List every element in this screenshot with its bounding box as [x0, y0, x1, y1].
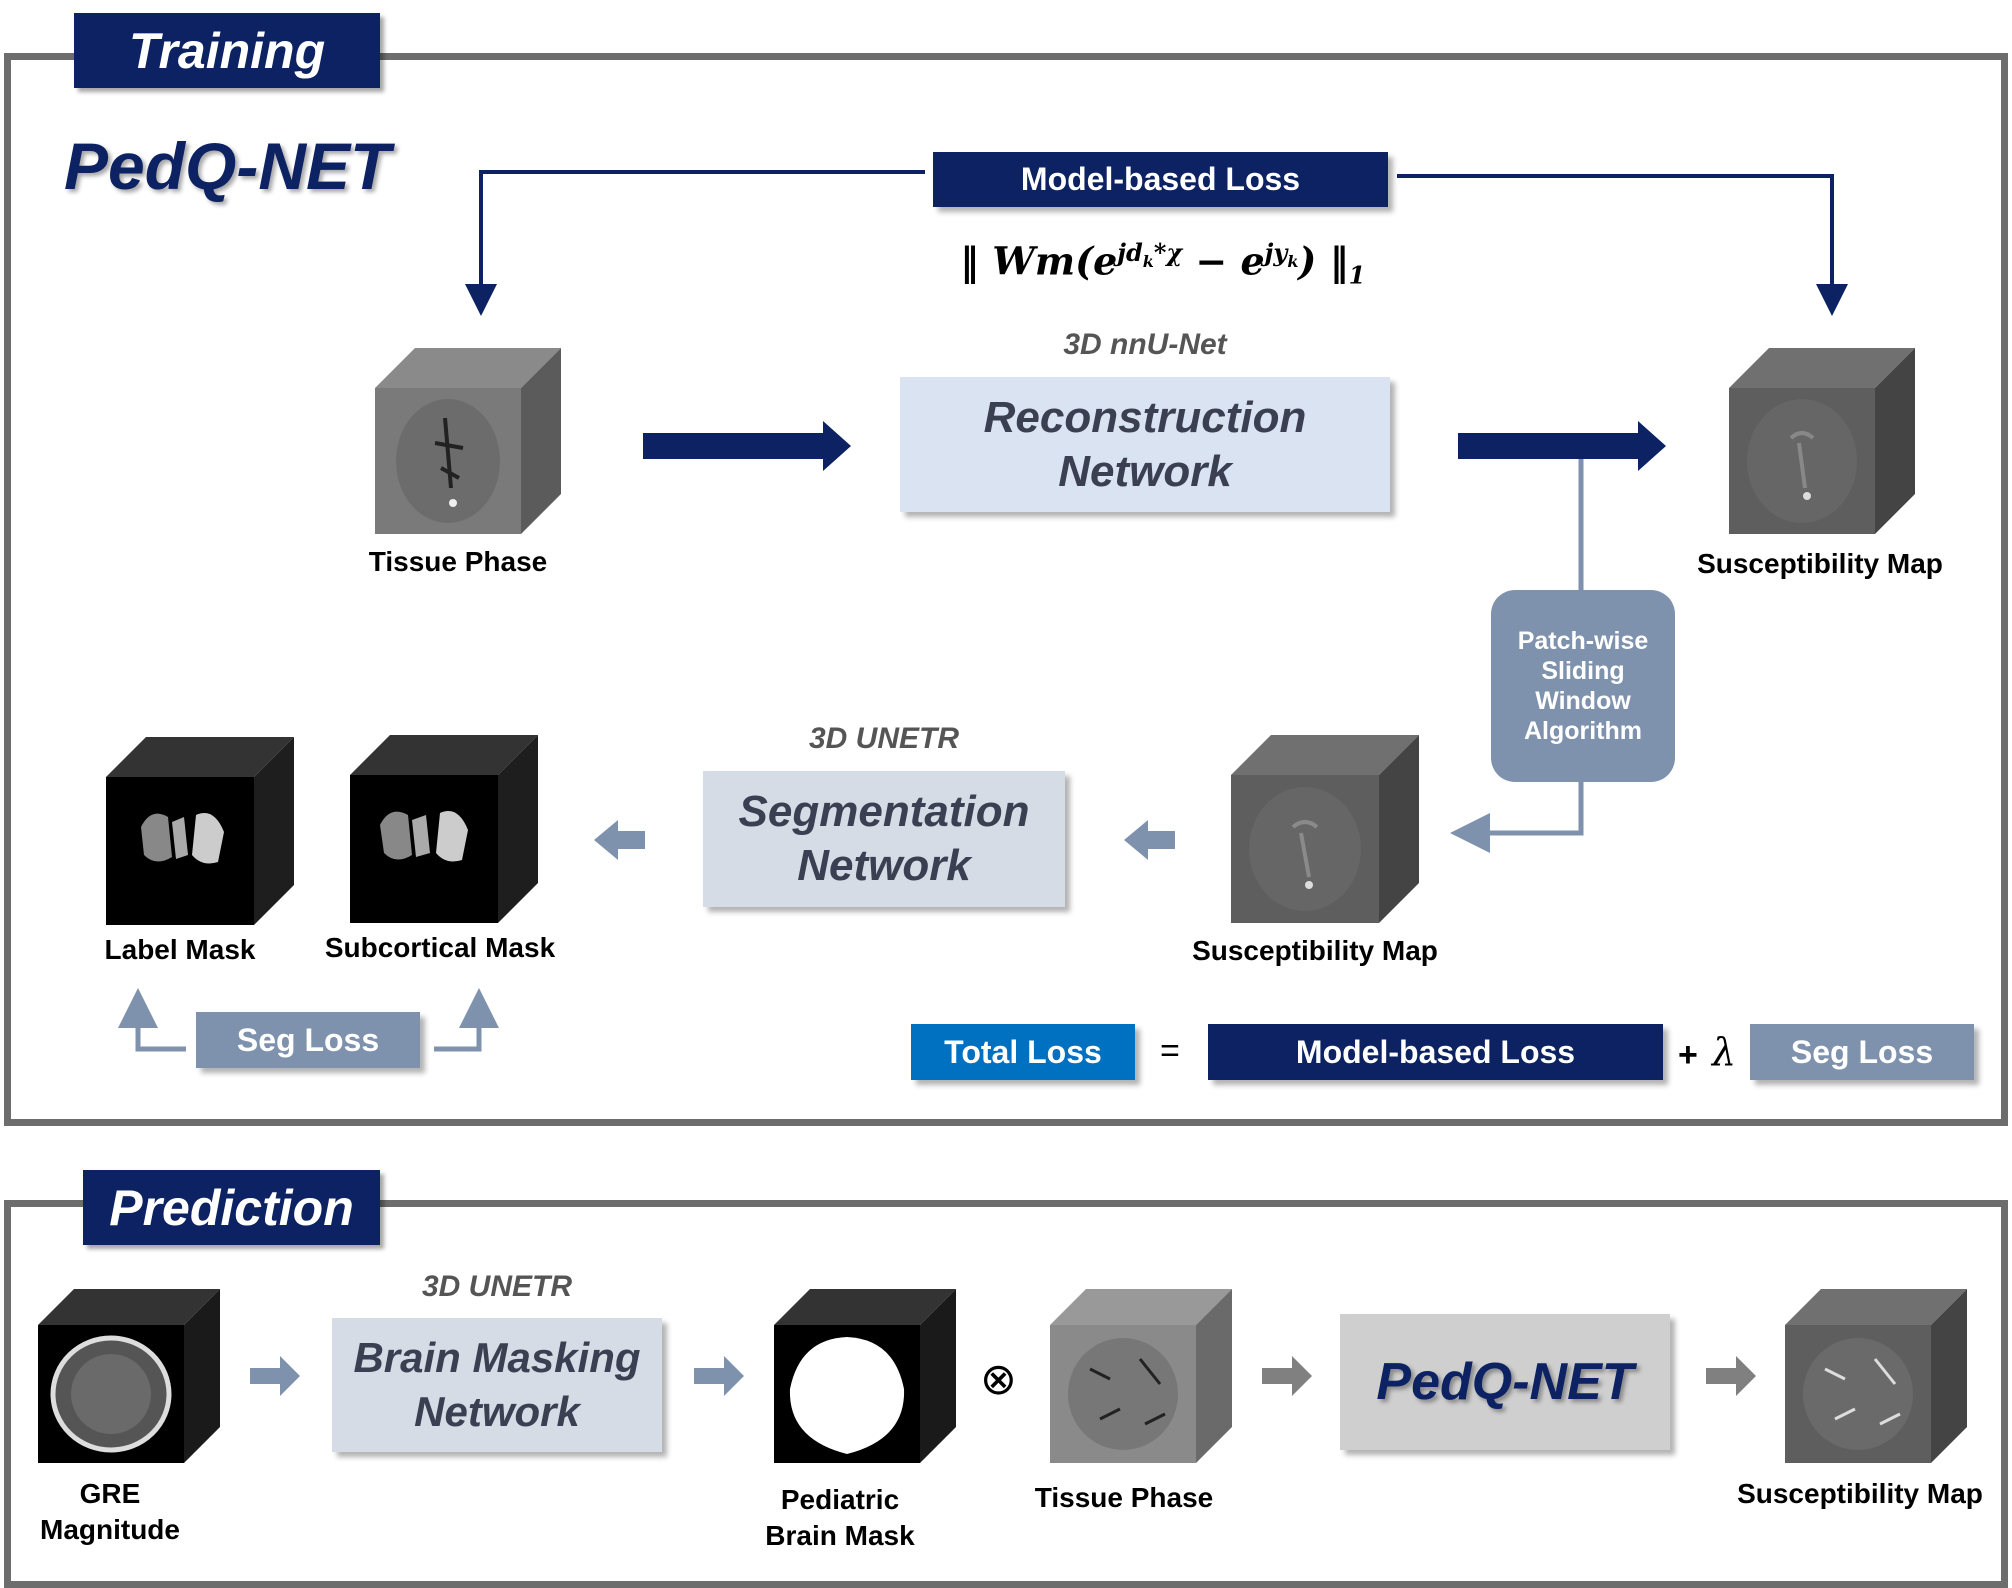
- plus-sign: +: [1678, 1036, 1698, 1074]
- susceptibility-map-cube-3: [1785, 1289, 1967, 1463]
- patch-line4: Algorithm: [1523, 717, 1643, 745]
- unetr-subtitle: 3D UNETR: [808, 722, 959, 755]
- equals-sign: =: [1160, 1032, 1180, 1070]
- brain-masking-subtitle: 3D UNETR: [421, 1270, 572, 1303]
- nnunet-subtitle: 3D nnU-Net: [1063, 328, 1227, 361]
- label-mask-cube: [106, 737, 294, 925]
- model-based-loss-label: Model-based Loss: [1020, 161, 1301, 197]
- reconstruction-network-box: Reconstruction Network: [900, 377, 1390, 512]
- brain-masking-network-box: Brain Masking Network: [332, 1318, 662, 1452]
- gre-line2: Magnitude: [40, 1514, 180, 1545]
- brain-masking-line2: Network: [414, 1388, 580, 1435]
- reconstruction-line1: Reconstruction: [983, 392, 1307, 442]
- segmentation-line1: Segmentation: [738, 787, 1030, 836]
- brain-masking-line1: Brain Masking: [353, 1334, 641, 1381]
- tissue-phase-cube-2: [1050, 1289, 1232, 1463]
- prediction-tab-label: Prediction: [109, 1179, 354, 1236]
- pedq-net-title: PedQ-NET: [64, 129, 391, 203]
- model-based-loss-box: Model-based Loss: [933, 152, 1388, 207]
- patch-line3: Window: [1535, 687, 1631, 715]
- subcortical-mask-cube: [350, 735, 538, 923]
- total-loss-box: Total Loss: [911, 1024, 1135, 1080]
- seg-loss-label-2: Seg Loss: [1790, 1033, 1934, 1070]
- patch-line2: Sliding: [1541, 657, 1625, 685]
- model-based-loss-label-2: Model-based Loss: [1295, 1033, 1576, 1070]
- gre-magnitude-label: GRE Magnitude: [20, 1476, 200, 1548]
- susceptibility-map-label-3: Susceptibility Map: [1737, 1478, 1983, 1509]
- pedq-net-box-label: PedQ-NET: [1376, 1353, 1634, 1411]
- segmentation-line2: Network: [797, 841, 971, 890]
- tissue-phase-cube: [375, 348, 561, 534]
- pediatric-line2: Brain Mask: [765, 1520, 915, 1551]
- prediction-panel: [4, 1200, 2008, 1588]
- reconstruction-line2: Network: [1058, 446, 1232, 496]
- subcortical-mask-label: Subcortical Mask: [324, 932, 556, 963]
- training-panel: [4, 53, 2008, 1126]
- seg-loss-label: Seg Loss: [236, 1021, 380, 1058]
- training-tab: Training: [74, 13, 380, 88]
- segmentation-network-box: Segmentation Network: [703, 771, 1065, 907]
- seg-loss-box-2: Seg Loss: [1750, 1024, 1974, 1080]
- total-loss-label: Total Loss: [944, 1033, 1102, 1070]
- pedq-net-box: PedQ-NET: [1340, 1314, 1670, 1450]
- pediatric-line1: Pediatric: [780, 1484, 900, 1515]
- tissue-phase-label: Tissue Phase: [368, 546, 548, 577]
- multiply-symbol: ⊗: [980, 1354, 1017, 1405]
- seg-loss-box: Seg Loss: [196, 1012, 420, 1068]
- loss-formula: ‖ Wm(ejdk*χ − ejyk) ‖1: [960, 238, 1366, 290]
- tissue-phase-label-2: Tissue Phase: [1034, 1482, 1214, 1513]
- label-mask-label: Label Mask: [104, 934, 256, 965]
- gre-magnitude-cube: [38, 1289, 220, 1463]
- susceptibility-map-cube-2: [1231, 735, 1419, 923]
- susceptibility-map-cube: [1729, 348, 1915, 534]
- susceptibility-map-label-2: Susceptibility Map: [1192, 935, 1438, 966]
- lambda-symbol: λ: [1712, 1030, 1737, 1074]
- gre-line1: GRE: [79, 1478, 141, 1509]
- patch-line1: Patch-wise: [1517, 627, 1649, 655]
- prediction-tab: Prediction: [83, 1170, 380, 1245]
- pediatric-brain-mask-label: Pediatric Brain Mask: [740, 1482, 940, 1554]
- pediatric-brain-mask-cube: [774, 1289, 956, 1463]
- model-based-loss-box-2: Model-based Loss: [1208, 1024, 1663, 1080]
- susceptibility-map-label: Susceptibility Map: [1697, 548, 1943, 579]
- training-tab-label: Training: [128, 22, 326, 79]
- patch-wise-box: Patch-wise Sliding Window Algorithm: [1491, 590, 1675, 782]
